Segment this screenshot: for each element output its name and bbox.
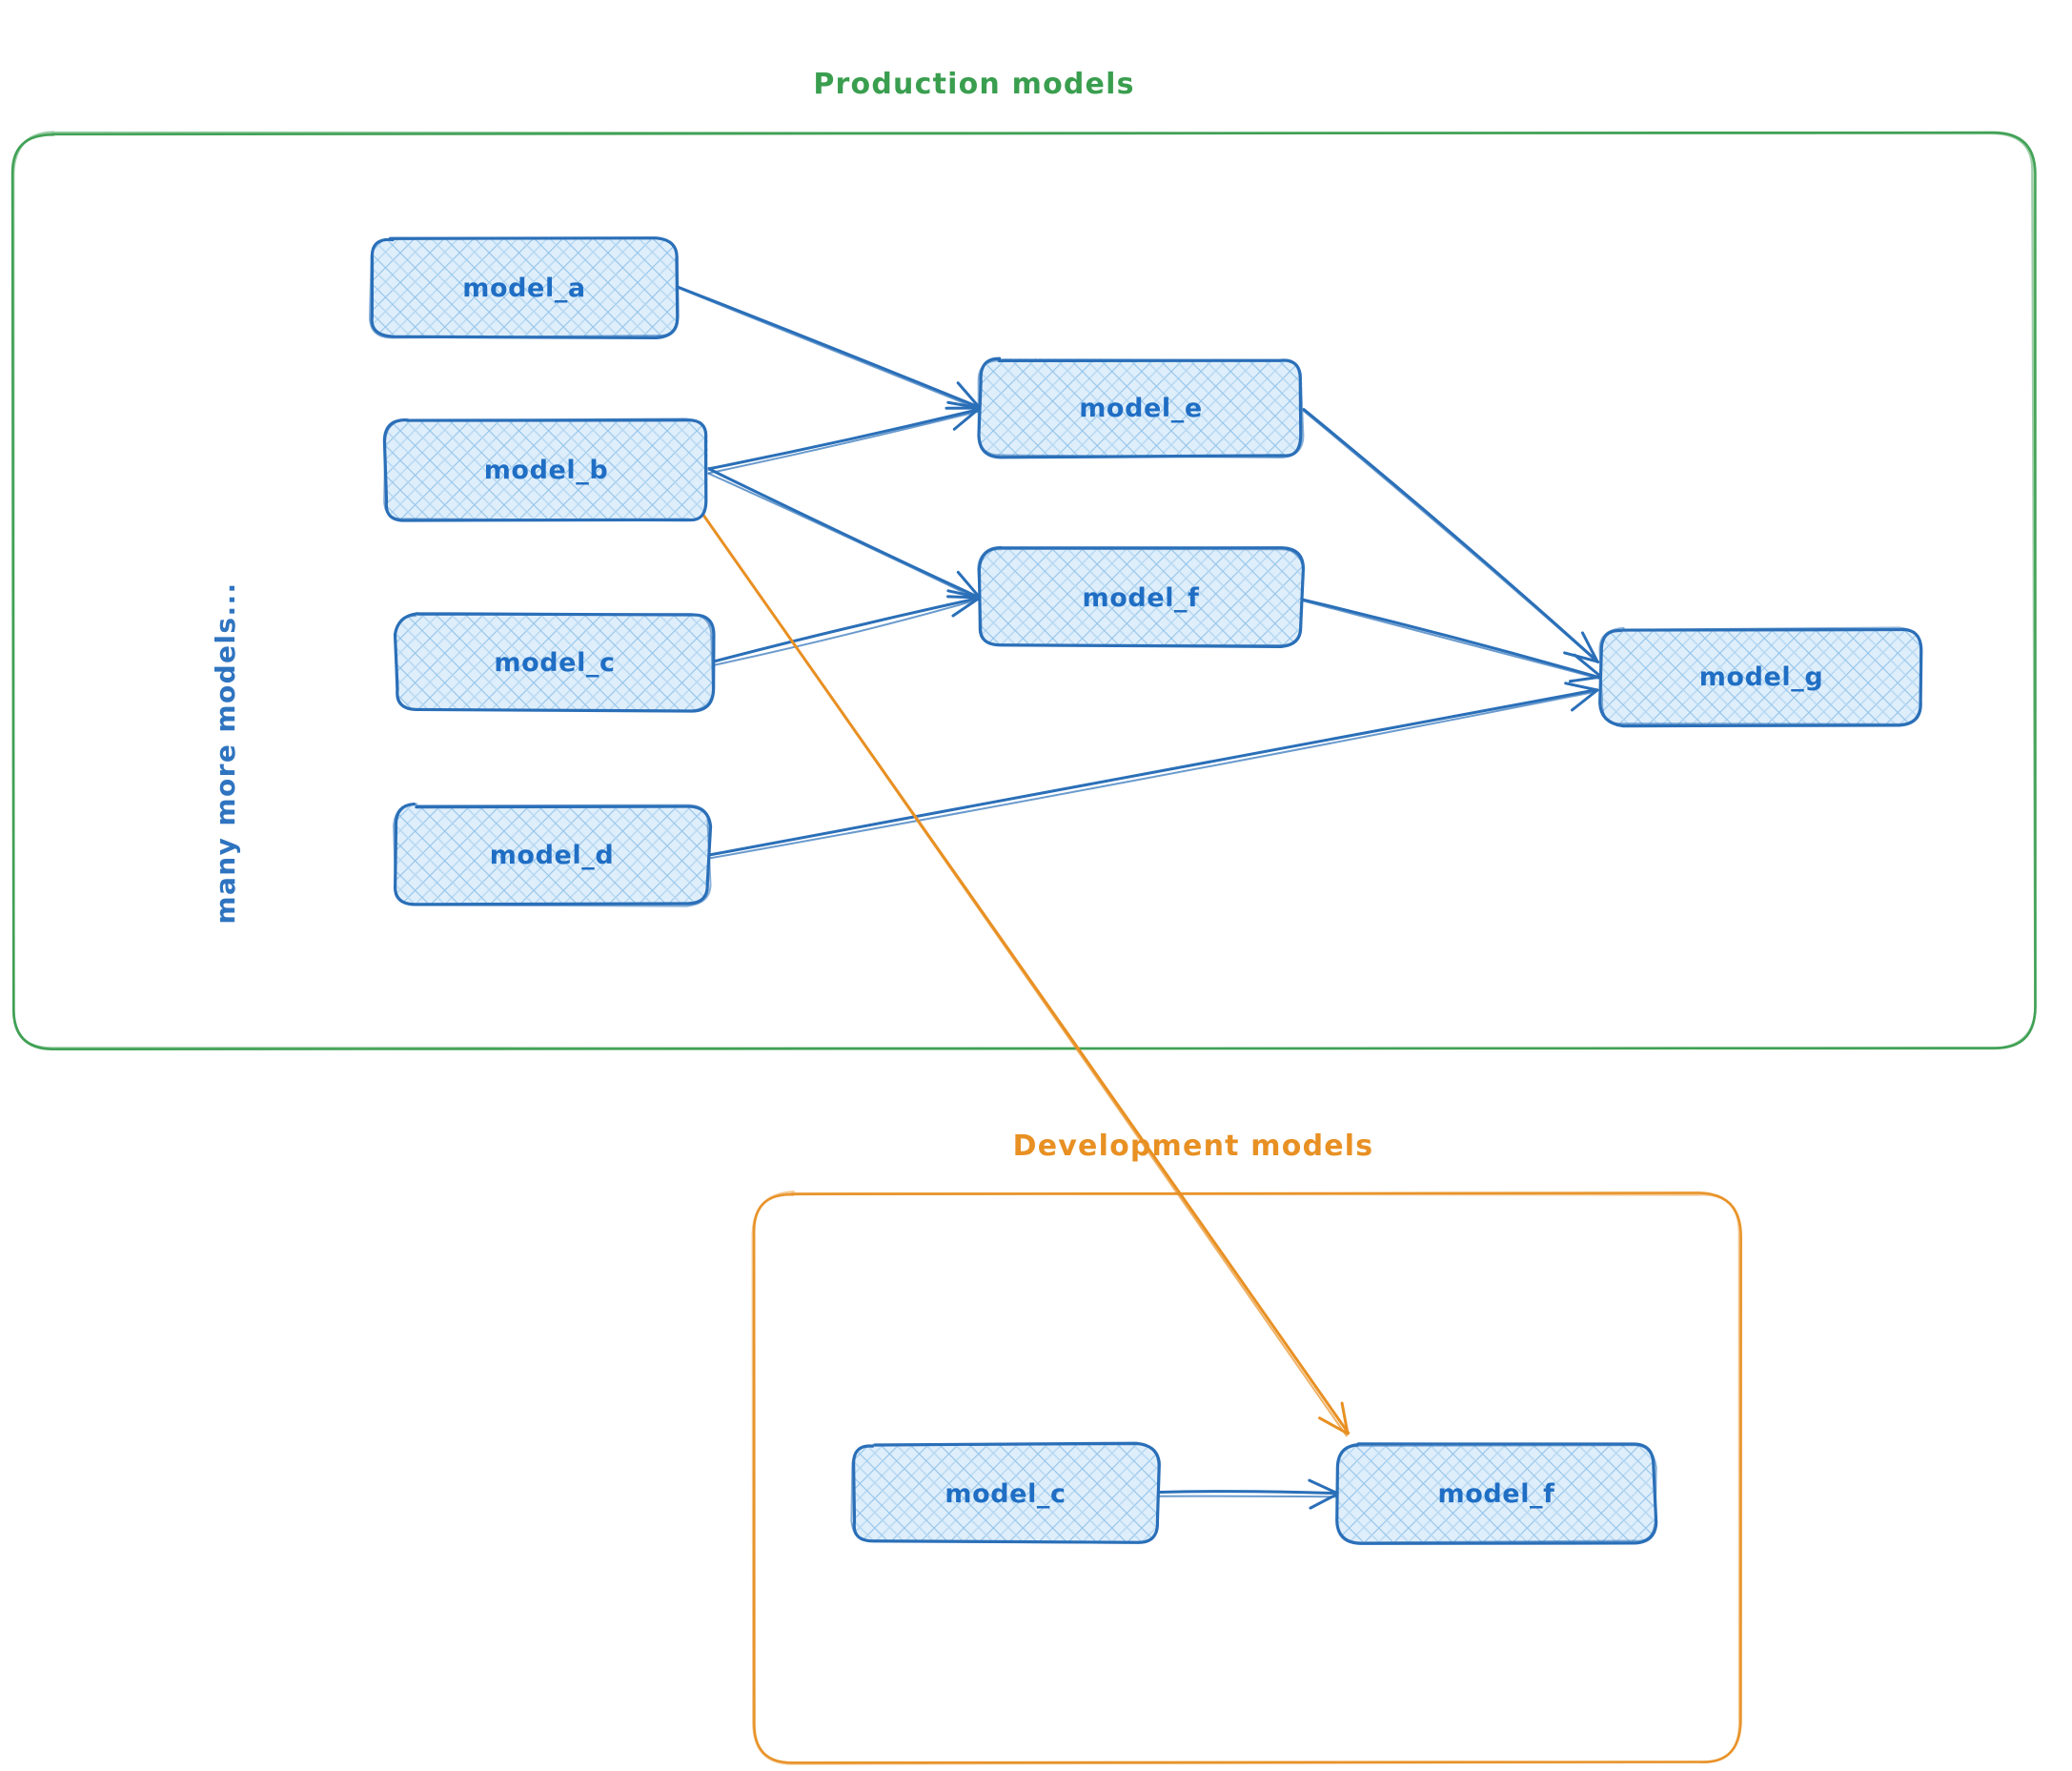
node-border bbox=[383, 417, 708, 522]
edge-arrowhead bbox=[1340, 1401, 1350, 1435]
edge-line bbox=[711, 596, 983, 663]
node-fill bbox=[396, 614, 714, 711]
edge-arrowhead bbox=[1308, 1478, 1340, 1496]
node-fill bbox=[384, 419, 708, 520]
edge-arrowhead bbox=[1563, 651, 1599, 663]
group-production bbox=[10, 131, 2037, 1051]
edge-b-to-f bbox=[704, 467, 982, 601]
node-fill bbox=[370, 239, 678, 337]
node-fill bbox=[1601, 628, 1922, 725]
edge-line bbox=[1299, 407, 1599, 664]
edge-arrowhead bbox=[952, 406, 982, 431]
node-border bbox=[392, 803, 712, 907]
node-label: model_c bbox=[494, 648, 615, 678]
edge-devc-to-devf bbox=[1157, 1478, 1341, 1510]
group-development bbox=[751, 1191, 1742, 1765]
edge-line bbox=[1302, 408, 1600, 663]
edge-line bbox=[677, 287, 981, 411]
many-more-models-label: many more models... bbox=[210, 581, 241, 924]
edge-line bbox=[676, 285, 983, 410]
edge-line bbox=[705, 407, 982, 471]
node-dev_model_c[interactable]: model_c bbox=[850, 1441, 1161, 1544]
node-border bbox=[368, 236, 680, 339]
group-title-development: Development models bbox=[1013, 1130, 1374, 1163]
edge-c-to-f bbox=[711, 589, 983, 666]
edge-line bbox=[1299, 598, 1603, 680]
edge-line bbox=[713, 598, 981, 666]
node-fill bbox=[1337, 1444, 1655, 1543]
edge-arrowhead bbox=[1318, 1416, 1350, 1435]
node-prod_model_c[interactable]: model_c bbox=[393, 612, 716, 713]
nodes-layer: model_a model_b model_c model_d model_emodel… bbox=[368, 236, 1923, 1545]
edge-arrowhead bbox=[956, 381, 982, 410]
node-fill bbox=[979, 358, 1303, 458]
node-border bbox=[977, 547, 1305, 646]
node-label: model_g bbox=[1699, 662, 1824, 692]
group-title-production: Production models bbox=[813, 68, 1134, 101]
edge-b-to-dev-f bbox=[694, 502, 1351, 1437]
edge-line bbox=[1157, 1490, 1341, 1496]
edge-arrowhead bbox=[1573, 653, 1603, 679]
node-label: model_e bbox=[1079, 394, 1203, 423]
node-prod_model_a[interactable]: model_a bbox=[368, 236, 680, 340]
node-border bbox=[1335, 1444, 1657, 1544]
node-label: model_d bbox=[490, 841, 615, 870]
node-label: model_c bbox=[945, 1479, 1066, 1509]
edge-arrowhead bbox=[946, 589, 982, 600]
edge-line bbox=[1158, 1495, 1338, 1498]
node-label: model_f bbox=[1437, 1479, 1554, 1509]
edge-arrowhead bbox=[1568, 675, 1603, 683]
edge-line bbox=[706, 690, 1597, 860]
edge-line bbox=[695, 502, 1348, 1437]
node-border bbox=[850, 1443, 1160, 1544]
node-prod_model_d[interactable]: model_d bbox=[392, 802, 713, 907]
edge-line bbox=[704, 471, 981, 601]
node-prod_model_e[interactable]: model_e bbox=[977, 356, 1305, 459]
edges-layer bbox=[676, 285, 1603, 1510]
edge-line bbox=[706, 410, 982, 475]
node-label: model_a bbox=[462, 274, 586, 303]
node-dev_model_f[interactable]: model_f bbox=[1335, 1442, 1658, 1545]
node-fill bbox=[853, 1444, 1159, 1542]
node-prod_model_g[interactable]: model_g bbox=[1598, 626, 1923, 728]
node-border bbox=[977, 358, 1305, 459]
group-border bbox=[11, 131, 2037, 1050]
edge-d-to-g bbox=[706, 682, 1599, 860]
node-fill bbox=[979, 549, 1303, 647]
node-border bbox=[1598, 626, 1922, 725]
group-border bbox=[751, 1191, 1741, 1765]
edge-arrowhead bbox=[1564, 682, 1599, 692]
edge-a-to-e bbox=[676, 285, 983, 411]
group-containers bbox=[10, 131, 2037, 1765]
edge-arrowhead bbox=[956, 570, 982, 600]
node-fill bbox=[394, 804, 710, 906]
edge-line bbox=[708, 688, 1598, 857]
edge-e-to-g bbox=[1299, 407, 1600, 664]
node-prod_model_b[interactable]: model_b bbox=[382, 417, 708, 522]
node-border bbox=[977, 546, 1306, 648]
edge-arrowhead bbox=[1571, 688, 1599, 712]
node-prod_model_f[interactable]: model_f bbox=[977, 546, 1306, 648]
edge-arrowhead bbox=[1309, 1492, 1340, 1510]
edge-line bbox=[1302, 600, 1602, 681]
node-label: model_f bbox=[1082, 583, 1199, 613]
edge-line bbox=[706, 467, 982, 600]
edge-arrowhead bbox=[946, 400, 982, 410]
node-label: model_b bbox=[484, 456, 609, 485]
edge-b-to-e bbox=[705, 400, 982, 475]
node-border bbox=[394, 612, 714, 712]
edge-f-to-g bbox=[1299, 598, 1603, 683]
edge-arrowhead bbox=[951, 596, 982, 618]
edge-arrowhead bbox=[1580, 631, 1599, 663]
